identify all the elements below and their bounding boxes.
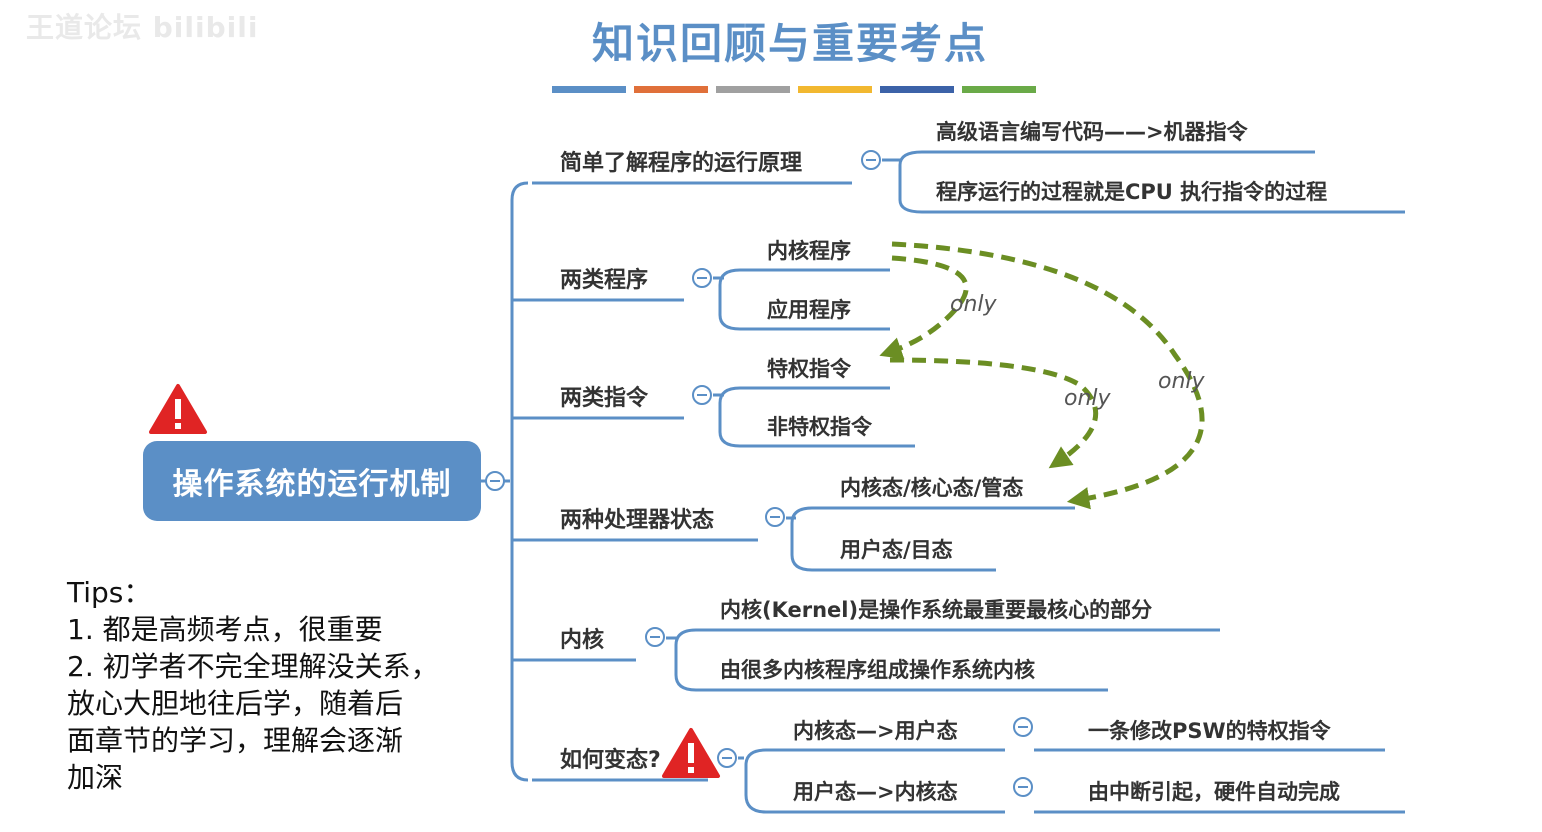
color-bar bbox=[962, 86, 1036, 93]
collapse-icon[interactable] bbox=[765, 507, 785, 527]
branch-label[interactable]: 简单了解程序的运行原理 bbox=[560, 151, 803, 176]
arrow-label: only bbox=[1158, 369, 1205, 394]
leaf-label[interactable]: 内核(Kernel)是操作系统最重要最核心的部分 bbox=[720, 598, 1153, 622]
leaf-label[interactable]: 由很多内核程序组成操作系统内核 bbox=[720, 658, 1035, 682]
warning-icon bbox=[149, 384, 207, 434]
root-node[interactable]: 操作系统的运行机制 bbox=[143, 441, 481, 521]
tips-heading: Tips： bbox=[67, 576, 152, 609]
leaf-label[interactable]: 用户态/目态 bbox=[840, 538, 953, 562]
watermark: 王道论坛 bilibili bbox=[26, 11, 259, 44]
color-bar bbox=[798, 86, 872, 93]
tips-line: 加深 bbox=[67, 761, 124, 794]
leaf-label[interactable]: 应用程序 bbox=[767, 298, 851, 322]
collapse-icon[interactable] bbox=[717, 748, 737, 768]
page-title: 知识回顾与重要考点 bbox=[591, 19, 988, 68]
collapse-icon[interactable] bbox=[485, 471, 505, 491]
arrow-label: only bbox=[1064, 386, 1111, 411]
collapse-icon[interactable] bbox=[692, 385, 712, 405]
leaf-label[interactable]: 内核态/核心态/管态 bbox=[840, 476, 1024, 500]
tips-panel: Tips： 1. 都是高频考点，很重要 2. 初学者不完全理解没关系， 放心大胆… bbox=[67, 574, 467, 796]
branch-label[interactable]: 内核 bbox=[560, 628, 605, 653]
leaf-label[interactable]: 内核程序 bbox=[767, 239, 851, 263]
branch-label[interactable]: 两种处理器状态 bbox=[560, 508, 715, 533]
leaf-detail[interactable]: 一条修改PSW的特权指令 bbox=[1088, 719, 1331, 743]
arrow-label: only bbox=[950, 292, 997, 317]
leaf-label[interactable]: 程序运行的过程就是CPU 执行指令的过程 bbox=[936, 180, 1328, 204]
leaf-label[interactable]: 高级语言编写代码——>机器指令 bbox=[936, 120, 1248, 144]
branch-label[interactable]: 如何变态? bbox=[560, 748, 661, 773]
leaf-label[interactable]: 用户态—>内核态 bbox=[793, 780, 958, 804]
color-bar bbox=[552, 86, 626, 93]
collapse-icon[interactable] bbox=[1013, 717, 1033, 737]
leaf-detail[interactable]: 由中断引起，硬件自动完成 bbox=[1088, 780, 1340, 804]
tips-line: 2. 初学者不完全理解没关系， bbox=[67, 650, 439, 683]
tips-line: 放心大胆地往后学，随着后 bbox=[67, 687, 404, 720]
color-bar bbox=[880, 86, 954, 93]
collapse-icon[interactable] bbox=[645, 627, 665, 647]
tips-line: 面章节的学习，理解会逐渐 bbox=[67, 724, 404, 757]
color-bar bbox=[634, 86, 708, 93]
warning-icon bbox=[662, 728, 720, 778]
leaf-label[interactable]: 特权指令 bbox=[767, 357, 851, 381]
branch-label[interactable]: 两类程序 bbox=[560, 268, 649, 293]
branch-label[interactable]: 两类指令 bbox=[560, 386, 649, 411]
color-bar bbox=[716, 86, 790, 93]
leaf-label[interactable]: 内核态—>用户态 bbox=[793, 719, 958, 743]
collapse-icon[interactable] bbox=[692, 268, 712, 288]
leaf-label[interactable]: 非特权指令 bbox=[767, 415, 872, 439]
tips-line: 1. 都是高频考点，很重要 bbox=[67, 613, 383, 646]
collapse-icon[interactable] bbox=[861, 150, 881, 170]
collapse-icon[interactable] bbox=[1013, 777, 1033, 797]
